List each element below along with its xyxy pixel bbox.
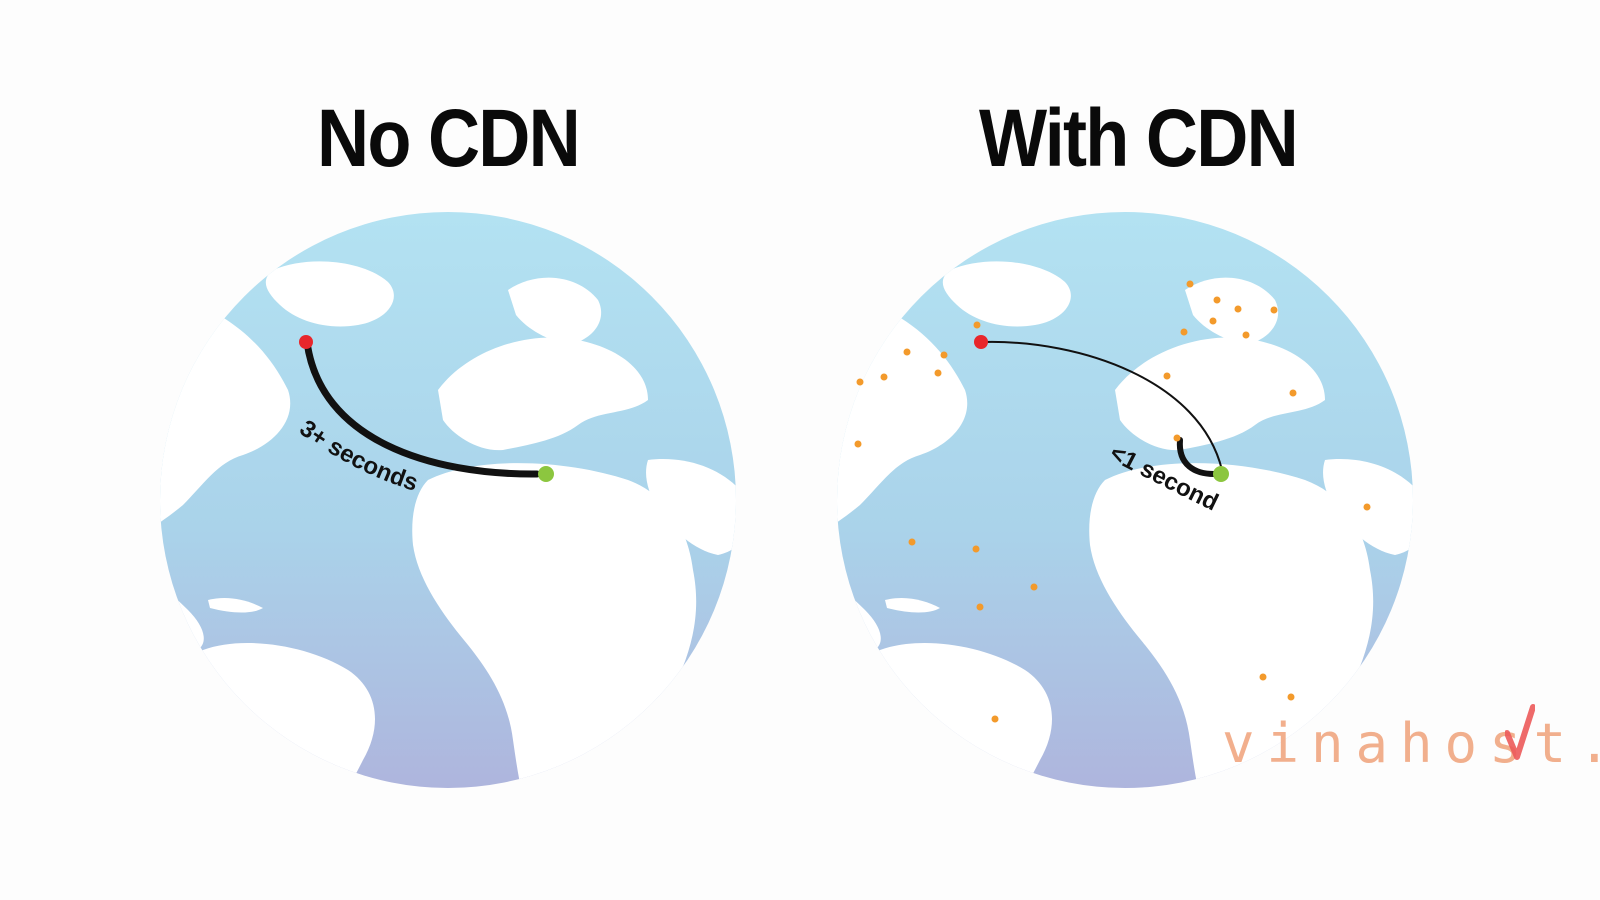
edge-server-dot	[934, 369, 942, 377]
edge-server-dot	[1270, 306, 1278, 314]
edge-server-dot	[1030, 583, 1038, 591]
edge-server-dot	[903, 348, 911, 356]
edge-server-dot	[991, 715, 999, 723]
right-thin-path	[984, 340, 1223, 471]
edge-server-dot	[1209, 317, 1217, 325]
edge-server-dot	[1234, 305, 1242, 313]
right-short-path	[1176, 437, 1217, 477]
left-origin-server-dot	[299, 335, 313, 349]
vinahost-watermark: vinahost.	[1222, 712, 1600, 775]
right-globe: <1 second	[837, 212, 1413, 788]
edge-server-dot	[880, 373, 888, 381]
left-globe: 3+ seconds	[160, 212, 736, 788]
left-user-dot	[538, 466, 554, 482]
edge-server-dot	[972, 545, 980, 553]
edge-server-dot	[973, 321, 981, 329]
right-user-dot	[1213, 466, 1229, 482]
edge-server-dot	[1186, 280, 1194, 288]
edge-server-dot	[854, 440, 862, 448]
edge-server-dot	[1259, 673, 1267, 681]
edge-server-dot	[1289, 389, 1297, 397]
edge-server-dot	[1180, 328, 1188, 336]
edge-server-dot	[908, 538, 916, 546]
with-cdn-title: With CDN	[979, 93, 1299, 184]
edge-server-dot	[856, 378, 864, 386]
edge-server-dot	[1363, 503, 1371, 511]
checkmark-icon	[1505, 704, 1535, 760]
left-long-path	[303, 338, 541, 478]
edge-server-dot	[940, 351, 948, 359]
edge-server-dot	[1173, 434, 1181, 442]
edge-server-dot	[976, 603, 984, 611]
right-origin-server-dot	[974, 335, 988, 349]
no-cdn-title: No CDN	[316, 93, 581, 184]
edge-server-dot	[1242, 331, 1250, 339]
edge-server-dot	[1287, 693, 1295, 701]
edge-server-dot	[1163, 372, 1171, 380]
edge-server-dots	[854, 280, 1371, 723]
edge-server-dot	[1213, 296, 1221, 304]
